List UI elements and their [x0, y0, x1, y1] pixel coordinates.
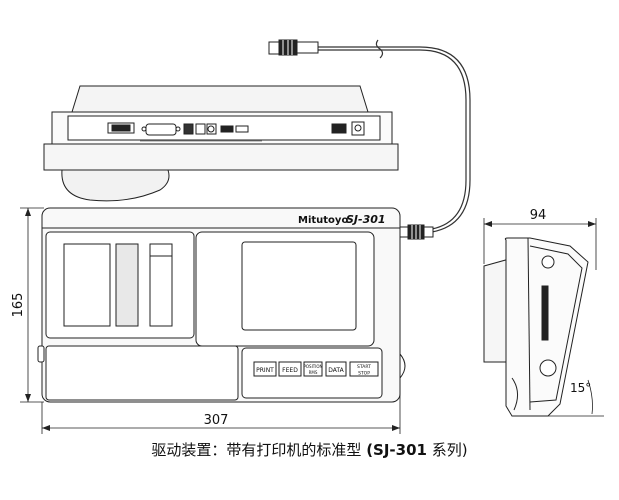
caption-model: (SJ-301 — [366, 441, 427, 459]
port-square — [195, 123, 206, 135]
printer-grille — [115, 243, 139, 327]
side-foot-curve — [511, 377, 518, 411]
figure-caption: 驱动装置：带有打印机的标准型 (SJ-301 系列) — [0, 439, 619, 460]
printer-inner — [63, 243, 111, 327]
keypad-labels: PRINT FEED POSITION RMS DATA START STOP — [256, 364, 371, 377]
side-foot — [37, 345, 45, 363]
position-rms-key[interactable] — [303, 361, 323, 377]
top-view-back-lid — [71, 85, 369, 113]
lower-panel — [45, 345, 239, 401]
ac-switch — [331, 123, 347, 134]
cable-break-mark — [375, 39, 384, 59]
model-badge: SJ-301 — [346, 213, 386, 226]
serial-port — [145, 123, 177, 136]
mode-switch — [220, 125, 234, 133]
side-knob-top — [541, 255, 555, 269]
dimension-width: 307 — [204, 413, 229, 428]
print-key[interactable] — [253, 361, 277, 377]
side-knob-bottom — [539, 359, 557, 377]
dimension-height: 165 — [11, 293, 26, 318]
start-stop-key[interactable] — [349, 361, 379, 377]
printer-slot — [149, 243, 173, 327]
feed-key[interactable] — [278, 361, 302, 377]
side-front-face — [529, 245, 583, 403]
mode-switch-b — [235, 125, 249, 133]
data-key[interactable] — [325, 361, 347, 377]
caption-text: 驱动装置：带有打印机的标准型 — [151, 441, 362, 459]
probe-connector — [268, 39, 319, 56]
caption-suffix: 系列) — [431, 441, 468, 459]
top-view-base — [43, 143, 399, 171]
cable-line-lower — [318, 49, 467, 230]
side-card-slot — [541, 285, 549, 341]
brand-logo: Mitutoyo — [298, 215, 348, 226]
side-bump — [399, 353, 406, 379]
dimension-tilt-angle: 15° — [570, 381, 591, 395]
stop-key-label: STOP — [358, 371, 370, 377]
cable — [318, 39, 471, 233]
dimension-arrows — [25, 208, 596, 431]
rms-key-label: RMS — [309, 370, 318, 375]
top-view-handle-blob — [61, 169, 170, 202]
dimension-depth: 94 — [530, 208, 547, 223]
side-view — [483, 237, 589, 417]
data-key-label: DATA — [328, 367, 344, 374]
lcd-screen — [241, 241, 357, 331]
keypad — [253, 361, 379, 377]
device-connector — [397, 224, 434, 240]
cable-line-upper — [318, 46, 471, 233]
dip-switch — [183, 123, 194, 135]
position-key-label: POSITION — [303, 364, 322, 369]
dimension-lines — [20, 207, 604, 434]
feed-key-label: FEED — [282, 367, 298, 374]
print-key-label: PRINT — [256, 367, 274, 374]
start-key-label: START — [357, 364, 371, 370]
top-view — [43, 85, 399, 202]
